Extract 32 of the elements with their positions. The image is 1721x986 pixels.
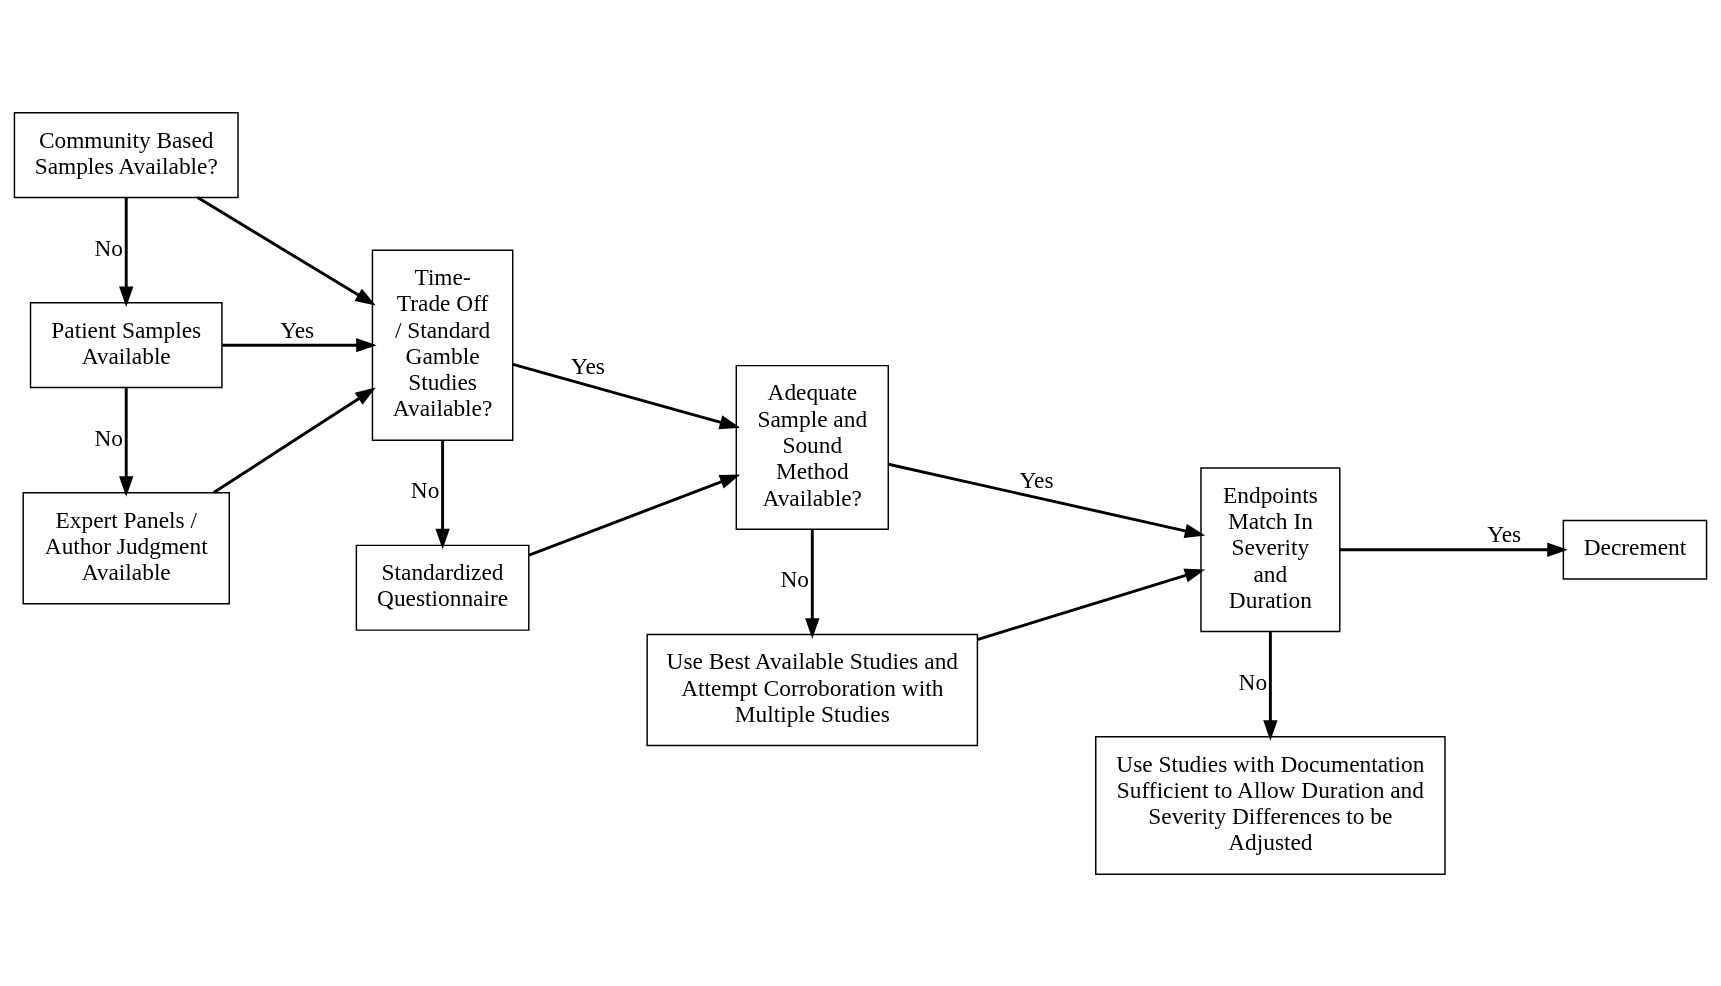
arrow — [528, 473, 741, 557]
edge-label: No — [1238, 668, 1268, 695]
arrow — [435, 439, 450, 549]
node-box: Community Based Samples Available? — [13, 111, 239, 198]
edge-label: Yes — [570, 352, 605, 379]
arrow — [805, 529, 820, 639]
node-box: Standardized Questionnaire — [355, 544, 530, 631]
arrow — [119, 387, 134, 497]
arrow — [512, 362, 741, 429]
node-box: Use Studies with Documentation Sufficient to Allow Duration and Severity Differences to be Adjusted — [1095, 735, 1446, 875]
edge-label: Yes — [280, 316, 315, 343]
edge-label: Yes — [1019, 466, 1054, 493]
edge-label: No — [94, 424, 123, 451]
node-box: Patient Samples Available — [29, 301, 223, 388]
arrow — [119, 197, 134, 307]
arrow — [196, 195, 376, 306]
node-box: Endpoints Match In Severity and Duration — [1200, 466, 1341, 632]
node-box: Use Best Available Studies and Attempt Corroboration with Multiple Studies — [646, 633, 979, 746]
arrow — [1263, 631, 1278, 741]
node-box: Expert Panels / Author Judgment Available — [22, 491, 230, 605]
edge-label: No — [94, 234, 123, 261]
node-box: Adequate Sample and Sound Method Available? — [735, 364, 889, 530]
arrow — [977, 568, 1206, 641]
arrow — [222, 337, 377, 352]
arrow — [888, 462, 1206, 538]
arrow — [1339, 542, 1568, 557]
node-box: Time- Trade Off / Standard Gamble Studies Available? — [371, 248, 514, 441]
edge-label: No — [410, 476, 440, 503]
arrow — [212, 387, 376, 494]
node-box: Decrement — [1562, 519, 1708, 580]
edge-label: No — [780, 565, 810, 592]
edge-label: Yes — [1487, 520, 1522, 547]
